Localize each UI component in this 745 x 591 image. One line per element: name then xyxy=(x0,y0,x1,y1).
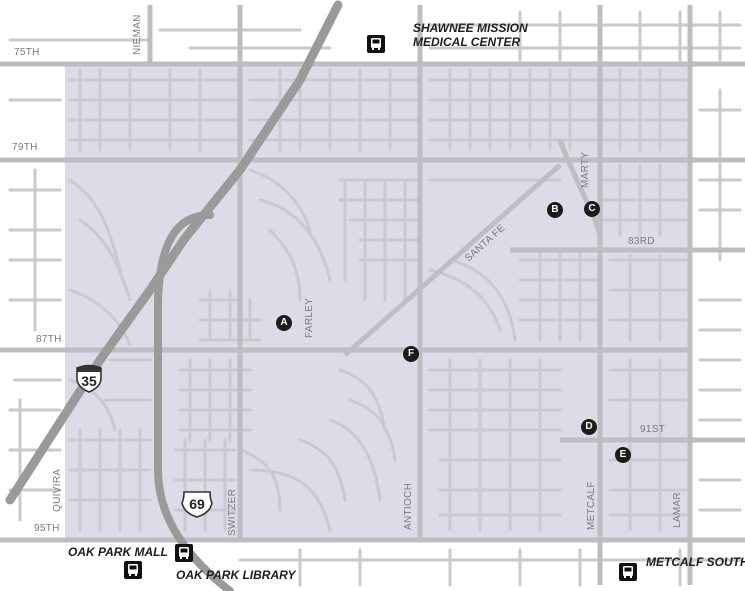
bus-icon[interactable] xyxy=(124,561,142,579)
street-label-metcalf: METCALF xyxy=(586,481,597,530)
place-label-metcalf-south: METCALF SOUTH xyxy=(646,555,745,569)
street-label-95th: 95TH xyxy=(34,523,60,534)
street-label-79th: 79TH xyxy=(12,142,38,153)
street-label-marty: MARTY xyxy=(580,151,591,188)
place-label-line-1: SHAWNEE MISSION xyxy=(413,21,528,35)
us-route-shield-icon: 69 xyxy=(180,489,214,519)
interstate-35-road xyxy=(5,0,343,505)
highways xyxy=(5,0,343,591)
major-roads xyxy=(0,5,745,585)
street-label-switzer: SWITZER xyxy=(227,488,238,536)
interstate-shield-icon: 35 xyxy=(74,363,104,393)
us-route-number: 69 xyxy=(189,496,205,512)
street-label-nieman: NIEMAN xyxy=(132,14,143,55)
location-marker-c[interactable]: C xyxy=(584,201,600,217)
street-label-farley: FARLEY xyxy=(304,297,315,338)
street-label-83rd: 83RD xyxy=(628,236,655,247)
location-marker-b[interactable]: B xyxy=(547,202,563,218)
bus-icon[interactable] xyxy=(619,563,637,581)
place-label-oak-park-library: OAK PARK LIBRARY xyxy=(176,568,296,582)
bus-icon[interactable] xyxy=(367,35,385,53)
place-label-oak-park-mall: OAK PARK MALL xyxy=(68,545,168,559)
bus-icon[interactable] xyxy=(175,544,193,562)
us-69-road xyxy=(154,211,234,591)
location-marker-a[interactable]: A xyxy=(276,315,292,331)
place-label-line-2: MEDICAL CENTER xyxy=(413,35,521,49)
street-label-lamar: LAMAR xyxy=(672,492,683,528)
street-label-antioch: ANTIOCH xyxy=(403,482,414,530)
place-label-shawnee-mission: SHAWNEE MISSION MEDICAL CENTER xyxy=(413,21,528,49)
location-marker-e[interactable]: E xyxy=(615,447,631,463)
location-marker-f[interactable]: F xyxy=(403,346,419,362)
location-marker-d[interactable]: D xyxy=(581,419,597,435)
street-label-75th: 75TH xyxy=(14,47,40,58)
street-label-91st: 91ST xyxy=(640,424,666,435)
interstate-number: 35 xyxy=(81,373,97,389)
street-label-quivira: QUIVIRA xyxy=(52,468,63,512)
street-label-87th: 87TH xyxy=(36,334,62,345)
